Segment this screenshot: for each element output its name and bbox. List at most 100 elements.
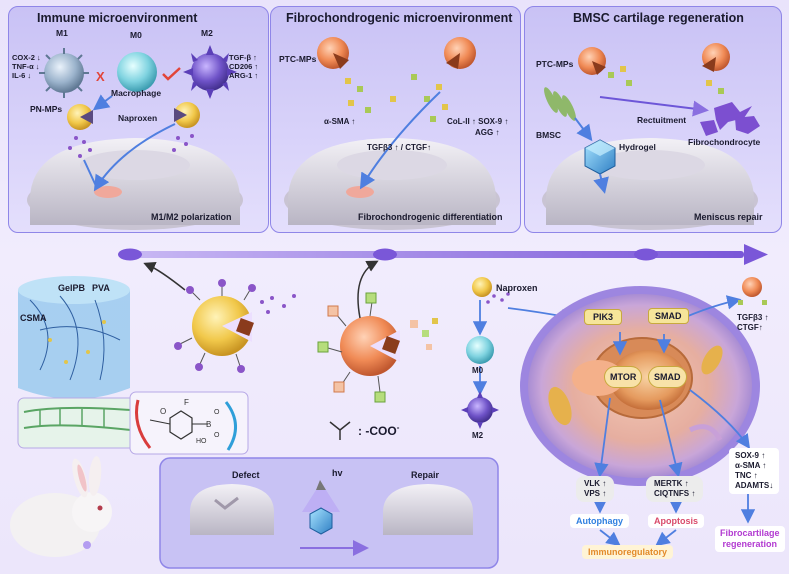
pn-mps-label: PN-MPs <box>30 104 63 114</box>
hv-label: hv <box>332 468 343 478</box>
m2-mid-label: M2 <box>472 431 484 440</box>
sox-line: α-SMA ↑ <box>735 461 767 470</box>
m2-mid-icon <box>461 391 499 429</box>
m1-marker: TNF-α ↓ <box>12 62 40 71</box>
check-icon <box>162 67 181 81</box>
autophagy-badge: Autophagy <box>570 514 629 528</box>
block-cross-icon: X <box>96 69 105 84</box>
m2-label: M2 <box>201 28 213 38</box>
m2-marker: ARG-1 ↑ <box>229 71 259 80</box>
sox-line: ADAMTS↓ <box>735 481 774 490</box>
arrow-to-timeline-2 <box>357 260 379 319</box>
apoptosis-badge: Apoptosis <box>648 514 704 528</box>
m1-marker: COX-2 ↓ <box>12 53 41 62</box>
svg-text:O: O <box>214 432 220 439</box>
pik3-node: PIK3 <box>584 309 623 325</box>
m1-macrophage-icon <box>39 48 89 98</box>
svg-text:O: O <box>214 409 220 416</box>
hydrogel-label: Hydrogel <box>619 142 656 152</box>
mtor-node: MTOR <box>604 366 643 388</box>
arrow-pn <box>83 159 97 187</box>
bmsc-label: BMSC <box>536 130 562 140</box>
m2-markers: TGF-β ↑ CD206 ↑ ARG-1 ↑ <box>229 53 258 80</box>
m1-label: M1 <box>56 28 68 38</box>
svg-text:B: B <box>206 420 211 429</box>
fibro-title: Fibrochondrogenic microenvironment <box>286 11 513 25</box>
arrow-bmsc <box>574 117 593 142</box>
vlk-line: VLK ↑ <box>584 479 607 488</box>
tgf-particle-icon <box>738 277 767 305</box>
hydrogel-block-icon <box>18 276 130 399</box>
released-cubes-bmsc <box>608 66 724 94</box>
csma-label: CSMA <box>20 313 47 323</box>
hydrogel-cube-icon <box>584 139 616 175</box>
polymer-chain-inset <box>17 397 137 449</box>
fibro-caption: Fibrochondrogenic differentiation <box>358 212 503 222</box>
m0-mid-label: M0 <box>472 366 484 375</box>
naproxen-label-immune: Naproxen <box>118 113 158 123</box>
fibrocartilage-line: regeneration <box>722 539 778 549</box>
arrow-hydrogel <box>593 173 609 194</box>
growth-factor-cubes <box>345 74 448 122</box>
pn-mp-particle-icon <box>67 104 93 130</box>
fibrochondrocyte-cells-icon <box>700 102 760 136</box>
ptc-mp-particle-icon-bmsc-left <box>578 47 606 75</box>
arrow-naproxen <box>93 123 176 192</box>
svg-text:X: X <box>96 69 105 84</box>
m2-marker: TGF-β ↑ <box>229 53 257 62</box>
boronate-ester-inset: O F B HO O O <box>129 391 249 455</box>
ptc-mp-particle-icon-bmsc-right <box>702 43 730 72</box>
svg-text:F: F <box>184 398 189 407</box>
mertk-line: CIQTNFS ↑ <box>654 489 696 498</box>
tgf-ctgf-labels: TGFβ3 ↑ CTGF↑ <box>737 313 769 333</box>
ligand-cubes <box>317 292 438 403</box>
carboxylate-symbol <box>329 421 351 440</box>
ptc-mp-large-icon <box>317 292 438 403</box>
immunoregulatory-badge: Immunoregulatory <box>582 545 674 559</box>
arrow-m0 <box>92 94 113 111</box>
arrow-smad-tgf <box>687 295 742 317</box>
agg-label: AGG ↑ <box>475 128 500 137</box>
naproxen-particle-icon <box>174 102 200 128</box>
uv-light-icon <box>302 480 340 512</box>
bmsc-cells-icon <box>544 87 576 121</box>
tgf-ctgf-line: CTGF↑ <box>737 323 763 332</box>
legend-colon: : <box>358 424 362 438</box>
defect-label: Defect <box>232 470 260 480</box>
tgf-label: TGFβ3 ↑ / CTGF↑ <box>367 143 431 152</box>
immune-title: Immune microenvironment <box>37 11 198 25</box>
ptc-mp-particle-icon-right <box>444 37 476 69</box>
carboxylate-legend: : -COO- <box>358 423 399 438</box>
vlk-line: VPS ↑ <box>584 489 607 498</box>
pn-mp-large-icon <box>174 279 296 373</box>
arrow-to-timeline-1 <box>143 262 186 291</box>
arrow-to-sox <box>689 389 751 449</box>
m2-macrophage-icon <box>183 45 237 99</box>
sox-line: SOX-9 ↑ <box>735 451 766 460</box>
legend-coo: -COO <box>365 424 397 438</box>
bmsc-title: BMSC cartilage regeneration <box>573 11 744 25</box>
ptc-mp-particle-icon-left <box>317 37 349 69</box>
cell-diagram <box>520 286 760 486</box>
svg-text:O: O <box>160 407 166 416</box>
fibrocartilage-badge: Fibrocartilage regeneration <box>715 526 785 552</box>
tgf-ctgf-line: TGFβ3 ↑ <box>737 313 769 322</box>
arrow-autophagy-immuno <box>599 529 621 547</box>
arrow-apoptosis-immuno <box>655 529 677 547</box>
bmsc-caption: Meniscus repair <box>694 212 763 222</box>
col-label: CoL-II ↑ SOX-9 ↑ <box>447 117 509 126</box>
m1-marker: IL-6 ↓ <box>12 71 32 80</box>
m1-markers: COX-2 ↓ TNF-α ↓ IL-6 ↓ <box>12 53 41 80</box>
vlk-box: VLK ↑ VPS ↑ <box>576 476 615 502</box>
repaired-meniscus-icon <box>383 484 473 535</box>
fibrochondrocyte-label: Fibrochondrocyte <box>688 137 761 147</box>
ptc-mps-label-fibro: PTC-MPs <box>279 54 317 64</box>
macrophage-label: Macrophage <box>111 88 162 98</box>
rabbit-icon <box>10 456 112 557</box>
smad-node-top: SMAD <box>648 308 689 324</box>
immune-caption: M1/M2 polarization <box>151 212 232 222</box>
m0-mid-icon <box>466 336 494 364</box>
ptc-mps-label-bmsc: PTC-MPs <box>536 59 574 69</box>
